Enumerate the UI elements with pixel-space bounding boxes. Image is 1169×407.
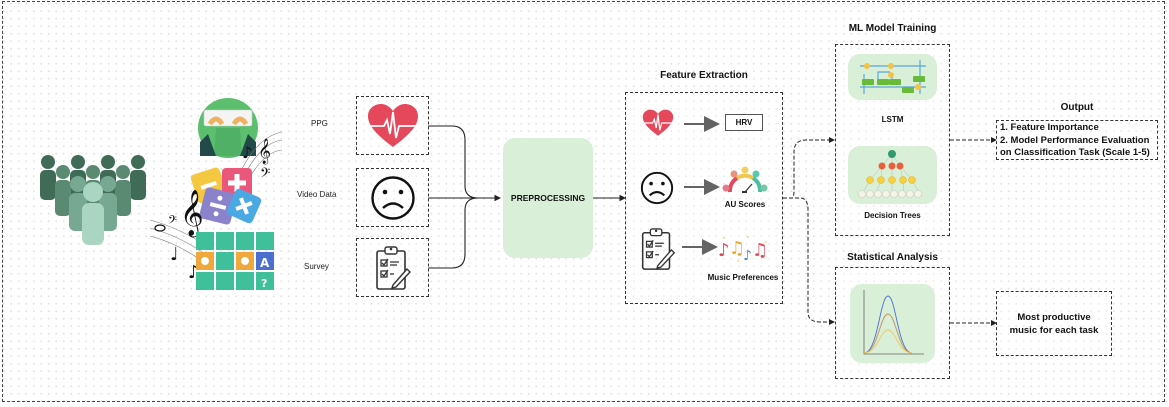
music-preferences-label: Music Preferences	[707, 273, 779, 282]
decision-tree-card	[848, 146, 937, 204]
clipboard-survey-icon	[641, 228, 676, 270]
svg-text:♫: ♫	[729, 238, 745, 259]
heart-rate-icon	[367, 103, 418, 147]
connector-fe-stat	[783, 197, 835, 325]
input-box-ppg	[356, 96, 429, 155]
au-scores-label: AU Scores	[724, 200, 766, 209]
connector-fe-ml	[783, 137, 835, 199]
input-label-video: Video Data	[297, 190, 337, 199]
preprocessing-block: PREPROCESSING	[503, 138, 593, 258]
distribution-curves-icon	[863, 290, 924, 355]
ml-training-title: ML Model Training	[848, 23, 937, 34]
svg-text:A: A	[260, 256, 270, 270]
svg-text:𝄢: 𝄢	[260, 165, 270, 184]
lstm-diagram-icon	[860, 60, 926, 94]
decision-trees-label: Decision Trees	[864, 211, 921, 220]
input-label-ppg: PPG	[311, 119, 328, 128]
lstm-card	[848, 54, 937, 100]
clipboard-survey-icon	[375, 245, 411, 290]
svg-text:♪: ♪	[718, 240, 730, 261]
output-box: 1. Feature Importance 2. Model Performan…	[996, 120, 1158, 160]
sad-face-icon	[370, 175, 415, 220]
svg-text:♪: ♪	[743, 248, 752, 264]
typing-math-music-icon: 𝄞 𝄢 ♪ 𝄢 ♩ ♪ 𝄞 A ?	[150, 98, 283, 290]
svg-text:𝄞: 𝄞	[180, 190, 204, 238]
svg-text:?: ?	[261, 277, 267, 290]
output-line-2: 2. Model Performance Evaluation	[1000, 134, 1150, 146]
productive-music-text: Most productive music for each task	[1009, 311, 1099, 336]
heart-rate-icon	[642, 109, 674, 136]
distribution-card	[850, 284, 935, 363]
statistical-analysis-title: Statistical Analysis	[847, 252, 938, 263]
connector-survey	[428, 197, 479, 269]
output-line-3: on Classification Task (Scale 1-5)	[1000, 147, 1150, 158]
people-group-icon	[40, 155, 146, 245]
svg-text:♫: ♫	[752, 240, 768, 261]
input-box-survey	[356, 238, 429, 297]
input-box-video	[356, 168, 429, 227]
input-label-survey: Survey	[304, 262, 329, 271]
music-notes-icon: ♪ ♫ ♪ ♫	[718, 236, 768, 264]
decision-tree-icon	[858, 150, 922, 198]
feature-extraction-title: Feature Extraction	[660, 70, 748, 81]
svg-text:𝄢: 𝄢	[168, 214, 177, 230]
preprocessing-label: PREPROCESSING	[510, 193, 586, 203]
facial-gauge-icon	[722, 166, 768, 193]
svg-text:♩: ♩	[170, 244, 179, 265]
svg-text:𝄞: 𝄞	[258, 138, 271, 164]
hrv-output: HRV	[725, 114, 763, 131]
sad-face-icon	[640, 171, 674, 205]
output-line-1: 1. Feature Importance	[1000, 122, 1099, 133]
svg-text:♪: ♪	[242, 143, 252, 162]
productive-music-box: Most productive music for each task	[996, 291, 1112, 356]
output-title: Output	[1060, 102, 1094, 113]
svg-text:♪: ♪	[188, 262, 200, 283]
lstm-label: LSTM	[881, 115, 904, 124]
connector-ppg	[428, 125, 479, 199]
